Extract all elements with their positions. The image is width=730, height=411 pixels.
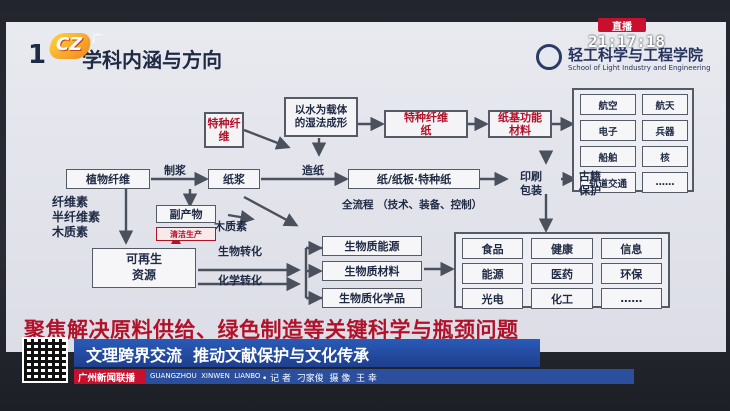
- application-cell: 轨道交通: [580, 172, 636, 193]
- flow-arrows: [118, 116, 577, 306]
- qr-code: [22, 337, 68, 383]
- node-ancient-books-protection: 古籍 保护: [579, 170, 601, 197]
- info-strip: [74, 369, 634, 384]
- headline-text: 文理跨界交流 推动文献保护与文化传承: [86, 346, 370, 365]
- slide-title-number: 1: [28, 40, 47, 70]
- label-papermaking: 造纸: [302, 164, 324, 177]
- output-cell: 光电: [462, 288, 524, 309]
- clock: 21:17:18: [588, 32, 666, 51]
- live-badge: 直播: [598, 18, 646, 33]
- slide-title: 学科内涵与方向: [82, 48, 222, 72]
- program-name-en: GUANGZHOU XINWEN LIANBO: [150, 372, 261, 380]
- application-cell: 电子: [580, 120, 636, 141]
- label-bio-conversion: 生物转化: [218, 245, 262, 258]
- node-bio-material: 生物质材料: [322, 261, 422, 281]
- output-cell: 环保: [600, 263, 662, 284]
- label-lignin: 木质素: [214, 220, 247, 233]
- application-cell: 航空: [580, 94, 636, 115]
- channel-logo-sub: 广: [92, 32, 103, 45]
- output-cell: 能源: [462, 263, 524, 284]
- output-cell: 食品: [462, 238, 524, 259]
- application-cell: 航天: [642, 94, 688, 115]
- node-water-forming: 以水为载体的湿法成形: [284, 97, 358, 137]
- program-name-box: [74, 369, 146, 384]
- slide-tagline: 聚焦解决原料供给、绿色制造等关键科学与瓶颈问题: [24, 318, 519, 342]
- label-pulping: 制浆: [164, 164, 186, 177]
- node-special-fiber: 特种纤维: [204, 112, 244, 148]
- node-paper-board: 纸/纸板·特种纸: [348, 169, 480, 189]
- node-by-product: 副产物: [156, 205, 216, 223]
- school-name-cn: 轻工科学与工程学院: [568, 46, 704, 64]
- fiber-component-item: 纤维素: [52, 195, 89, 209]
- node-printing-packaging: 印刷 包装: [520, 170, 542, 197]
- application-cell: 船舶: [580, 146, 636, 167]
- presentation-slide: 1 学科内涵与方向 轻工科学与工程学院 School of Light Indu…: [6, 22, 726, 352]
- fiber-component-item: 半纤维素: [52, 210, 101, 224]
- node-renewable-resources: 可再生 资源: [92, 248, 196, 288]
- label-full-process: 全流程 （技术、装备、控制）: [342, 199, 483, 211]
- outputs-grid: 食品健康信息能源医药环保光电化工 ……: [462, 238, 662, 313]
- node-pulp: 纸浆: [208, 169, 260, 189]
- node-bio-energy: 生物质能源: [322, 236, 422, 256]
- output-cell: 医药: [531, 263, 593, 284]
- fiber-components-list: 纤维素半纤维素木质素: [52, 195, 100, 240]
- reporter-credits: • 记 者 刁家俊 摄 像 王 幸: [262, 374, 377, 384]
- application-cell: 核: [642, 146, 688, 167]
- node-bio-chemical: 生物质化学品: [322, 288, 422, 308]
- applications-grid: 航空航天电子兵器船舶核轨道交通 ……: [580, 94, 688, 198]
- label-chem-conversion: 化学转化: [218, 274, 262, 287]
- school-name-en: School of Light Industry and Engineering: [568, 64, 711, 72]
- output-cell: 化工: [531, 288, 593, 309]
- application-cell: 兵器: [642, 120, 688, 141]
- headline-bar: [74, 339, 540, 367]
- output-cell: ……: [600, 288, 662, 309]
- node-plant-fiber: 植物纤维: [66, 169, 150, 189]
- node-special-fiber-paper: 特种纤维纸: [384, 110, 468, 138]
- application-cell: ……: [642, 172, 688, 193]
- node-clean-production: 清洁生产: [156, 227, 216, 241]
- channel-logo-text: CZ: [56, 34, 83, 55]
- live-badge-text: 直播: [612, 21, 632, 33]
- node-paper-functional-material: 纸基功能材料: [488, 110, 552, 138]
- school-emblem-icon: [536, 44, 562, 70]
- output-cell: 信息: [600, 238, 662, 259]
- fiber-component-item: 木质素: [52, 225, 89, 239]
- program-name-cn: 广州新闻联播: [78, 373, 136, 384]
- output-cell: 健康: [531, 238, 593, 259]
